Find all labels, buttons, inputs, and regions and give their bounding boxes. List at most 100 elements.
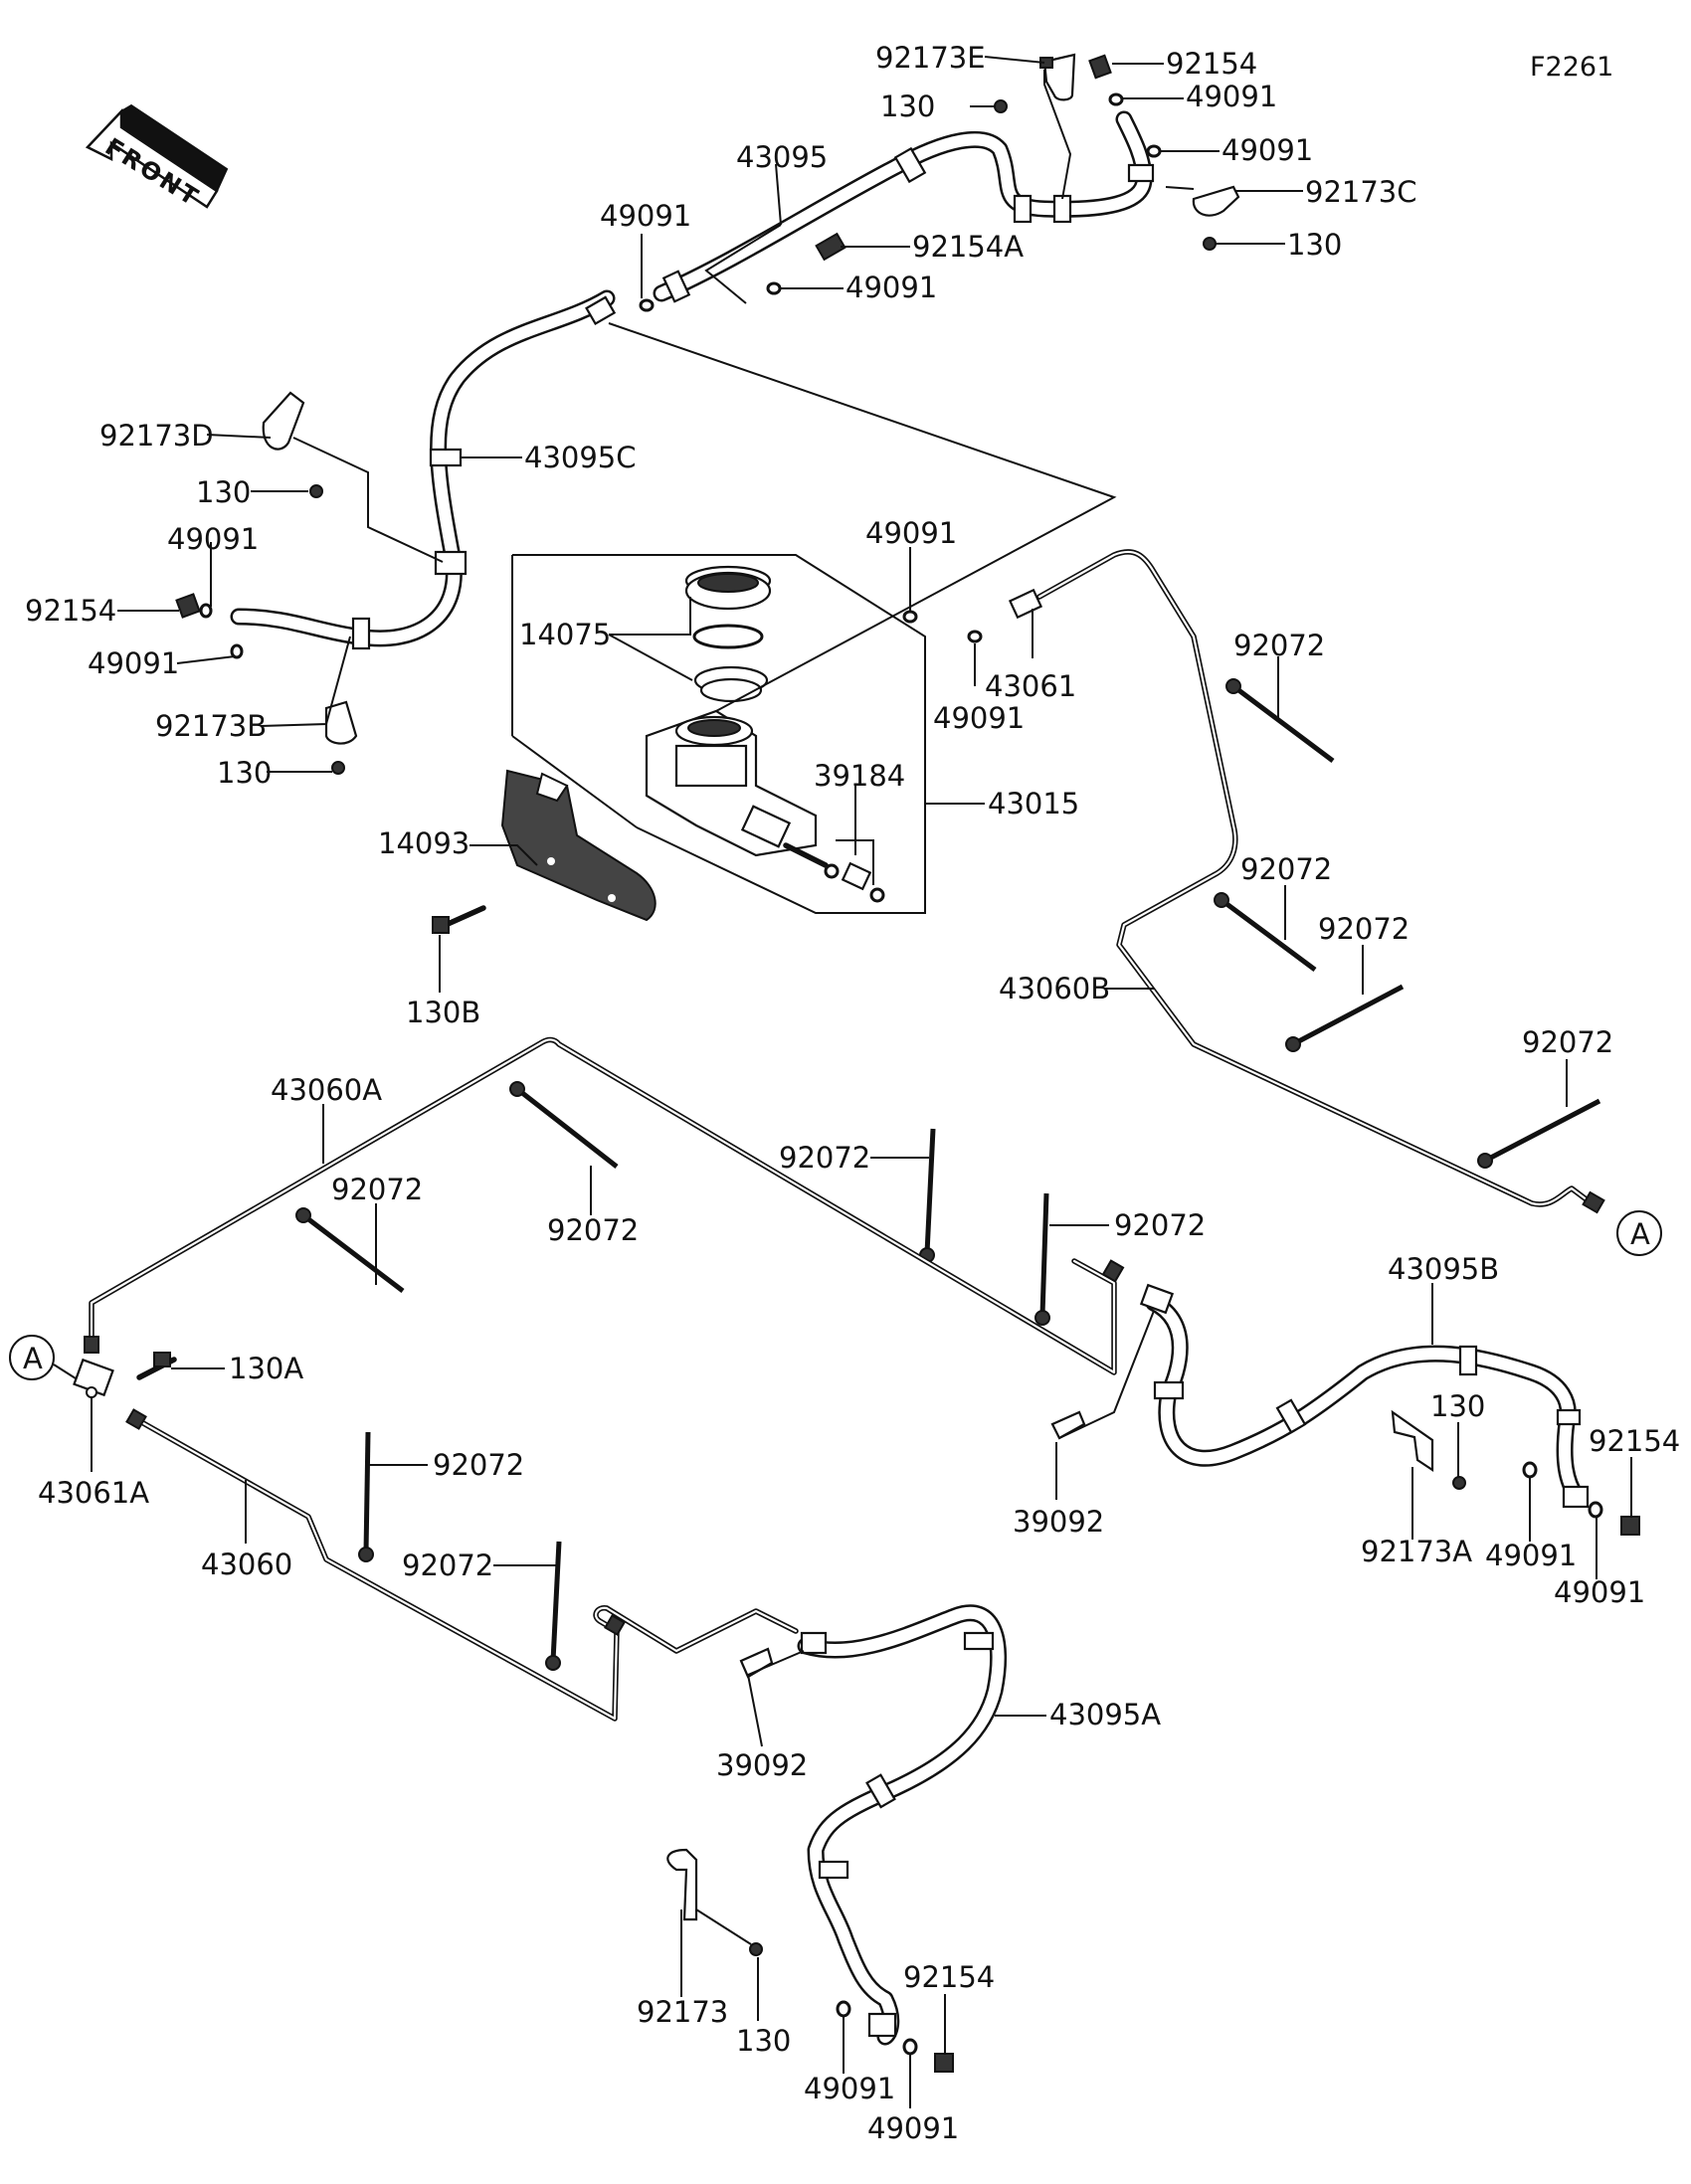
leader-lines xyxy=(91,56,1632,2108)
label-92072-f: 92072 xyxy=(547,1213,639,1247)
band-92072-g xyxy=(919,1128,936,1263)
label-92072-e: 92072 xyxy=(331,1173,423,1206)
label-92154-left: 92154 xyxy=(25,594,116,628)
band-92072-f xyxy=(295,1207,405,1293)
label-39092-right: 39092 xyxy=(1013,1505,1104,1539)
label-130-left-b: 130 xyxy=(217,756,272,790)
label-130A: 130A xyxy=(229,1352,303,1385)
band-92072-a xyxy=(1225,678,1335,763)
band-92072-h xyxy=(1034,1192,1050,1326)
label-92173A: 92173A xyxy=(1361,1535,1472,1568)
label-49091-left-a: 49091 xyxy=(167,522,259,556)
label-49091-top-a: 49091 xyxy=(1186,80,1277,113)
label-92173: 92173 xyxy=(637,1995,728,2029)
label-49091-mc-a: 49091 xyxy=(865,516,957,550)
gasket-49091-left-b xyxy=(230,643,244,659)
label-49091-right-b: 49091 xyxy=(1554,1575,1645,1609)
gasket-49091-mid-a xyxy=(639,298,655,312)
figure-number: F2261 xyxy=(1530,52,1613,83)
label-14093: 14093 xyxy=(378,826,470,860)
label-43060A: 43060A xyxy=(271,1073,382,1107)
clip-39092-left xyxy=(739,1647,774,1679)
gasket-49091-mc-a xyxy=(902,610,918,624)
label-43095: 43095 xyxy=(736,140,828,174)
label-43095A: 43095A xyxy=(1049,1698,1161,1731)
gasket-49091-bottom-a xyxy=(836,2000,851,2018)
label-43095C: 43095C xyxy=(524,441,637,474)
part-labels: 92173E 92154 130 49091 43095 49091 92173… xyxy=(25,41,1680,2145)
label-49091-top-b: 49091 xyxy=(1221,133,1313,167)
label-43015: 43015 xyxy=(988,787,1079,820)
label-43060: 43060 xyxy=(201,1547,292,1581)
gasket-49091-top-a xyxy=(1108,92,1124,106)
label-92072-i: 92072 xyxy=(433,1448,524,1482)
reservoir-cap-14075 xyxy=(684,565,772,703)
master-cylinder-43015 xyxy=(645,709,829,868)
bolt-92154A xyxy=(815,232,846,262)
label-92072-b: 92072 xyxy=(1240,852,1332,886)
band-92072-e xyxy=(509,1081,619,1169)
label-92072-d: 92072 xyxy=(1522,1025,1613,1059)
ref-marker-a-left: A xyxy=(9,1335,77,1380)
band-92072-d xyxy=(1477,1098,1601,1169)
gasket-49091-right-a xyxy=(1522,1461,1538,1479)
bolt-130-bottom xyxy=(749,1942,763,1956)
bracket-92173 xyxy=(666,1848,698,1921)
label-49091-mc-b: 49091 xyxy=(933,701,1025,735)
label-130-top-b: 130 xyxy=(1287,228,1342,262)
gasket-49091-right-b xyxy=(1588,1501,1603,1519)
bracket-92173B xyxy=(324,700,358,745)
bolt-92154-left xyxy=(175,593,201,619)
bolt-130-left-a xyxy=(309,484,323,498)
front-arrow-icon: FRONT xyxy=(85,103,229,213)
label-130-top-a: 130 xyxy=(880,90,935,123)
label-43060B: 43060B xyxy=(999,972,1110,1005)
bolt-130-left-b xyxy=(331,761,345,775)
cover-14093 xyxy=(500,769,657,922)
gasket-49091-top-b xyxy=(1146,144,1162,158)
label-92072-g: 92072 xyxy=(779,1141,870,1175)
label-43061: 43061 xyxy=(985,669,1076,703)
bolt-130B xyxy=(432,905,486,934)
label-14075: 14075 xyxy=(519,618,611,651)
hose-43095A xyxy=(797,1604,1008,2046)
label-43061A: 43061A xyxy=(38,1476,149,1510)
label-130-bottom: 130 xyxy=(736,2024,791,2058)
label-49091-mid-b: 49091 xyxy=(846,271,937,304)
gasket-49091-mc-b xyxy=(967,630,983,643)
label-92173C: 92173C xyxy=(1305,175,1417,209)
pipe-43060 xyxy=(125,1408,799,1722)
label-39184: 39184 xyxy=(814,759,905,793)
gasket-49091-mid-b xyxy=(766,281,782,295)
label-92154-bottom: 92154 xyxy=(903,1960,995,1994)
band-92072-b xyxy=(1214,892,1317,973)
label-92072-a: 92072 xyxy=(1233,629,1325,662)
pipe-43060A xyxy=(84,1036,1125,1375)
pipe-43060B xyxy=(1036,549,1605,1214)
joint-43061 xyxy=(1008,588,1043,620)
bracket-92173A xyxy=(1391,1409,1434,1473)
label-92154-top: 92154 xyxy=(1166,47,1257,81)
label-49091-left-b: 49091 xyxy=(88,646,179,680)
label-92173E: 92173E xyxy=(875,41,986,75)
bolt-92154-right xyxy=(1620,1516,1640,1536)
gasket-49091-bottom-b xyxy=(902,2038,918,2056)
label-92154A: 92154A xyxy=(912,230,1024,264)
label-92072-j: 92072 xyxy=(402,1548,493,1582)
band-92072-i xyxy=(358,1431,374,1562)
label-39092-left: 39092 xyxy=(716,1748,808,1782)
label-92173B: 92173B xyxy=(155,709,267,743)
clip-39092-right xyxy=(1050,1410,1086,1440)
label-49091-bottom-b: 49091 xyxy=(867,2111,959,2145)
hose-43095B xyxy=(1139,1283,1590,1509)
svg-text:A: A xyxy=(23,1342,43,1375)
label-92154-right: 92154 xyxy=(1589,1424,1680,1458)
label-43095B: 43095B xyxy=(1388,1252,1499,1286)
master-cylinder-box xyxy=(511,554,926,914)
label-49091-bottom-a: 49091 xyxy=(804,2072,895,2105)
bolt-92154-top xyxy=(1088,54,1112,80)
label-92072-c: 92072 xyxy=(1318,912,1409,946)
label-130-left-a: 130 xyxy=(196,475,251,509)
bolt-130A xyxy=(136,1352,177,1380)
